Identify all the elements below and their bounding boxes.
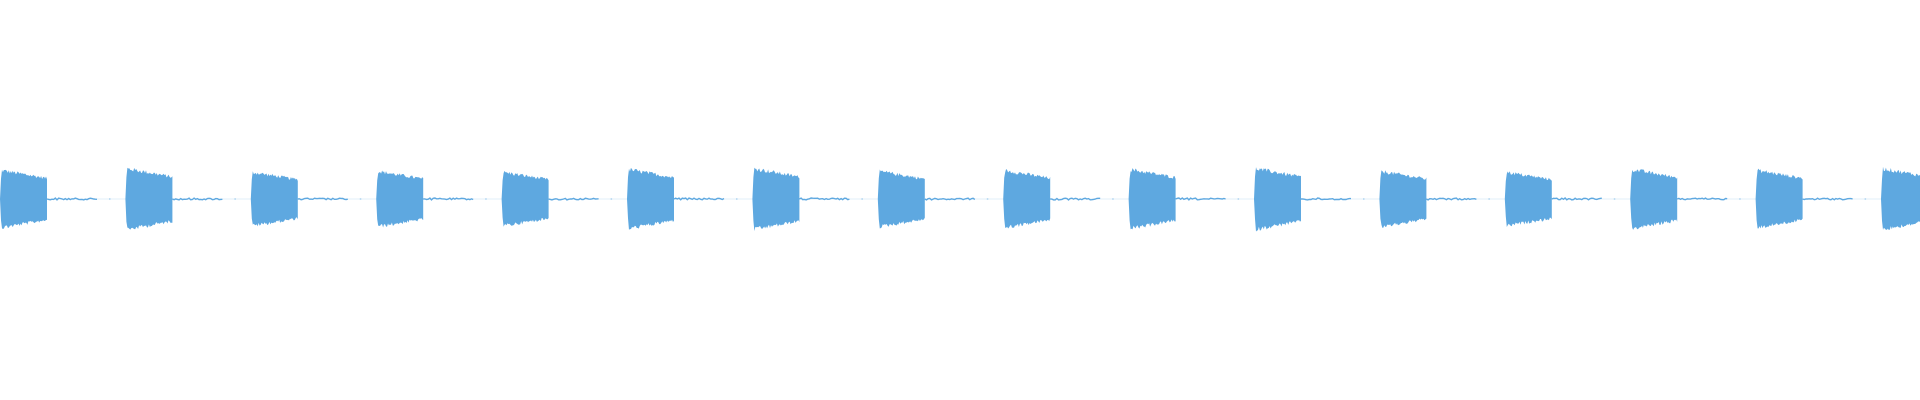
- waveform-burst: [1504, 171, 1552, 227]
- waveform-tail: [297, 197, 348, 201]
- waveform-tail-dot: [1613, 198, 1616, 200]
- waveform-segment: [877, 169, 989, 229]
- waveform-burst: [752, 167, 800, 232]
- waveform-tail-dot: [736, 198, 738, 200]
- waveform-burst: [1881, 166, 1920, 230]
- waveform-tail-dot: [986, 198, 989, 200]
- waveform-tail-dot: [1363, 198, 1365, 200]
- waveform-burst: [1379, 170, 1427, 228]
- waveform-tail-dot: [109, 198, 111, 200]
- waveform-tail: [1050, 197, 1101, 201]
- waveform-tail: [548, 197, 599, 201]
- waveform-tail-dot: [861, 198, 863, 200]
- waveform-tail-dot: [610, 198, 613, 200]
- waveform-tail: [1676, 197, 1728, 201]
- waveform-tail-dot: [1739, 198, 1741, 200]
- waveform-burst: [376, 170, 424, 228]
- waveform-segment: [250, 171, 362, 227]
- waveform-burst: [1128, 168, 1176, 230]
- waveform-segment: [1755, 168, 1867, 229]
- waveform-burst: [1755, 168, 1803, 229]
- waveform-burst: [627, 168, 674, 230]
- waveform-tail-dot: [485, 198, 487, 200]
- waveform-burst: [1630, 169, 1678, 230]
- waveform-burst: [0, 169, 47, 229]
- waveform-segment: [1128, 168, 1240, 230]
- waveform-tail: [1301, 197, 1351, 201]
- waveform-tail: [1551, 197, 1602, 201]
- waveform-tail: [1175, 197, 1226, 201]
- waveform-burst: [125, 167, 173, 230]
- waveform-segment: [627, 168, 738, 230]
- waveform-segment: [0, 169, 111, 229]
- waveform-segment: [1254, 167, 1365, 232]
- waveform-tail-dot: [1488, 198, 1490, 200]
- waveform-tail: [1802, 197, 1853, 201]
- waveform-tail: [172, 197, 223, 201]
- waveform-segment: [501, 170, 613, 227]
- waveform-tail-dot: [1112, 198, 1114, 200]
- waveform-tail-dot: [234, 198, 236, 200]
- waveform-tail-dot: [1864, 198, 1867, 200]
- waveform-segment: [1881, 166, 1920, 230]
- waveform-segment: [1504, 171, 1616, 227]
- waveform-burst: [1254, 167, 1301, 232]
- waveform-segment: [376, 170, 487, 228]
- waveform-tail: [673, 197, 725, 201]
- waveform-segment: [752, 167, 863, 232]
- waveform-segments: [0, 166, 1920, 232]
- waveform-burst: [1003, 169, 1051, 229]
- waveform-tail-dot: [359, 198, 362, 200]
- waveform-tail: [1426, 197, 1477, 201]
- waveform-tail: [924, 197, 976, 201]
- waveform-tail: [46, 197, 98, 201]
- waveform-tail: [799, 197, 850, 201]
- waveform-tail-dot: [1237, 198, 1240, 200]
- waveform-burst: [501, 170, 549, 227]
- waveform-segment: [1630, 169, 1741, 230]
- waveform-segment: [125, 167, 236, 230]
- waveform-segment: [1379, 170, 1490, 228]
- waveform-segment: [1003, 169, 1114, 229]
- waveform-burst: [250, 171, 298, 227]
- waveform-burst: [877, 169, 925, 229]
- waveform-tail: [423, 197, 474, 201]
